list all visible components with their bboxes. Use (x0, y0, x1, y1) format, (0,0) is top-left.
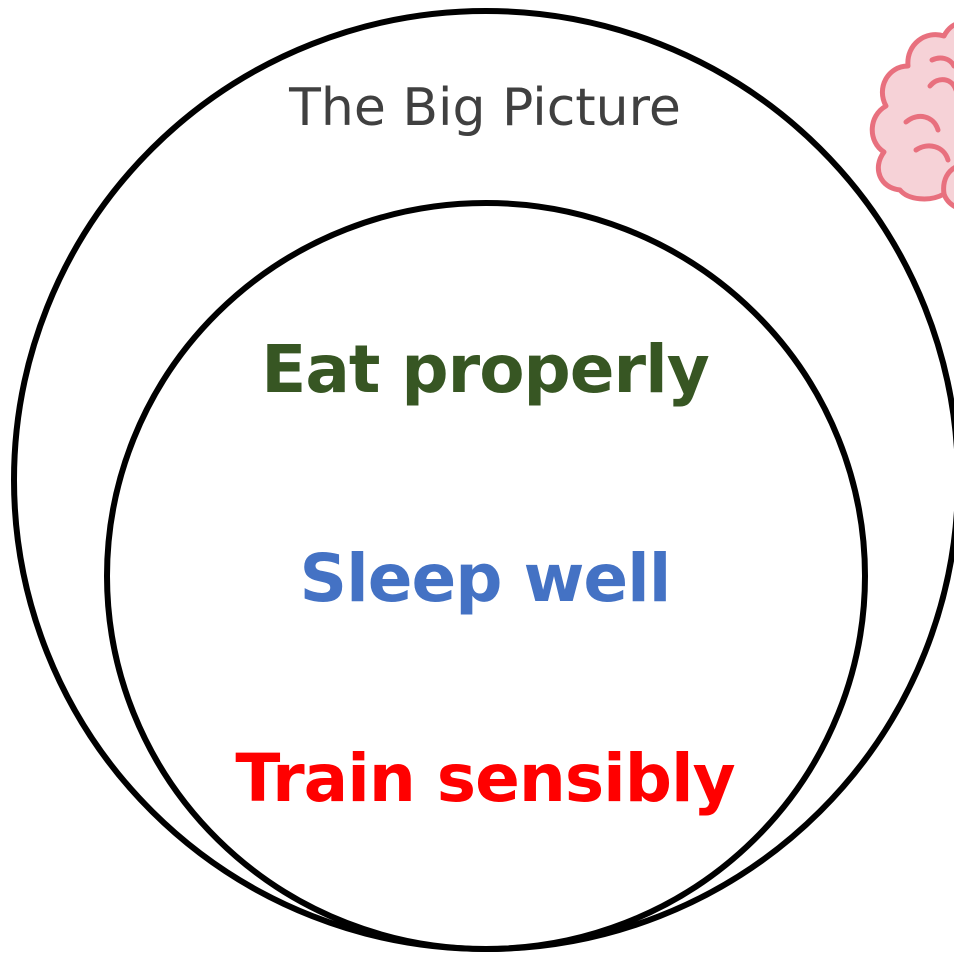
brain-icon (869, 22, 954, 209)
inner-circle (104, 200, 868, 952)
item-label-eat: Eat properly (261, 331, 710, 408)
outer-circle-label: The Big Picture (289, 78, 681, 138)
item-label-sleep: Sleep well (299, 540, 672, 617)
item-label-train: Train sensibly (235, 740, 735, 817)
